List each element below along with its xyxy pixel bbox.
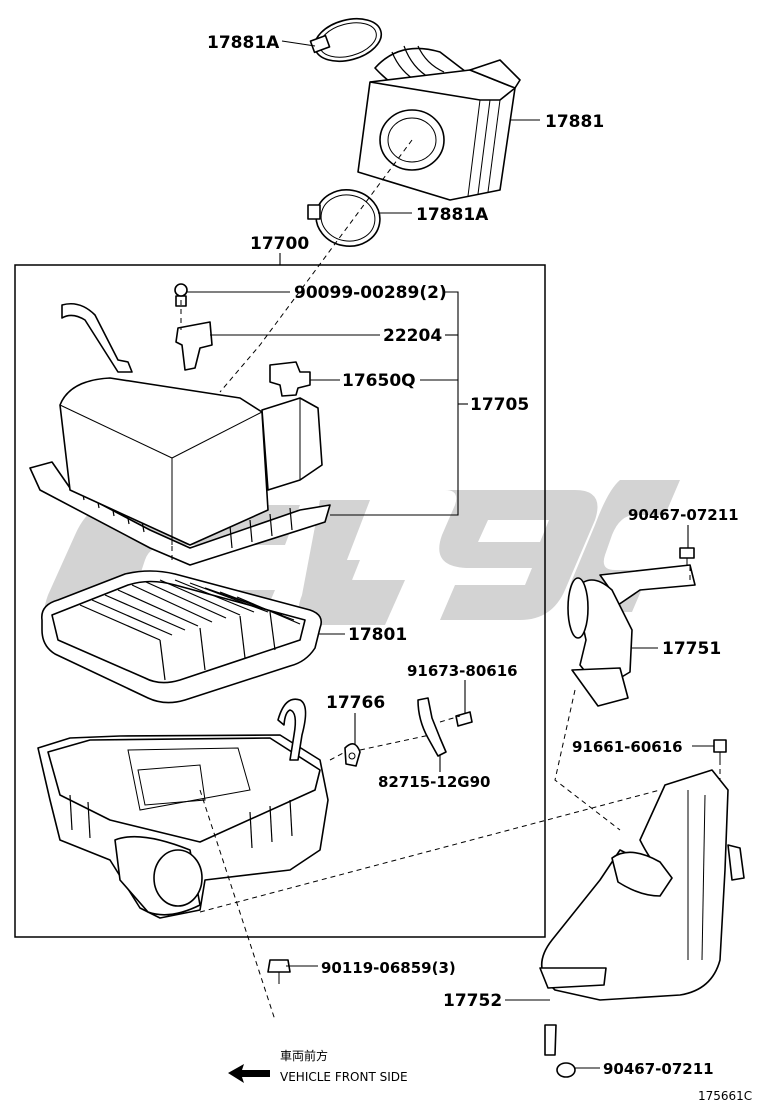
label-17700: 17700 bbox=[250, 234, 309, 254]
assembly-centerlines bbox=[171, 139, 721, 1021]
bolt-91661 bbox=[713, 739, 727, 762]
bolt-90119 bbox=[267, 959, 291, 984]
label-17881A-top: 17881A bbox=[207, 33, 280, 53]
bracket-82715 bbox=[417, 697, 473, 757]
label-90467-07211-bottom: 90467-07211 bbox=[603, 1060, 714, 1078]
front-label-jp: 車両前方 bbox=[280, 1048, 328, 1063]
diagram-code: 175661C bbox=[698, 1089, 752, 1103]
label-82715-12G90: 82715-12G90 bbox=[378, 773, 490, 791]
bolt-90467-bot bbox=[556, 1062, 576, 1078]
label-17881: 17881 bbox=[545, 112, 604, 132]
air-filter-element-17801 bbox=[41, 570, 323, 704]
label-90467-07211-top: 90467-07211 bbox=[628, 506, 739, 524]
front-arrow-icon bbox=[228, 1064, 270, 1083]
label-17801: 17801 bbox=[348, 625, 407, 645]
label-17751: 17751 bbox=[662, 639, 721, 659]
inlet-duct-17751 bbox=[567, 564, 696, 707]
label-90119-06859: 90119-06859(3) bbox=[321, 959, 456, 977]
air-cleaner-case-lower bbox=[37, 698, 361, 919]
label-17650Q: 17650Q bbox=[342, 371, 416, 391]
leader-lines bbox=[186, 40, 714, 1069]
label-17766: 17766 bbox=[326, 693, 385, 713]
label-22204: 22204 bbox=[383, 326, 442, 346]
label-17752: 17752 bbox=[443, 991, 502, 1011]
air-cleaner-cap-17705 bbox=[29, 283, 331, 566]
label-17881A-bottom: 17881A bbox=[416, 205, 489, 225]
resonator-17881 bbox=[307, 17, 521, 247]
label-91673-80616: 91673-80616 bbox=[407, 662, 518, 680]
label-91661-60616: 91661-60616 bbox=[572, 738, 683, 756]
front-label-en: VEHICLE FRONT SIDE bbox=[280, 1070, 408, 1084]
label-17705: 17705 bbox=[470, 395, 529, 415]
inlet-hose-17752 bbox=[539, 769, 745, 1056]
part-labels: 17881A 17881 17881A 17700 90099-00289(2)… bbox=[207, 33, 739, 1078]
label-90099-00289: 90099-00289(2) bbox=[294, 283, 447, 303]
vehicle-front-indicator: 車両前方 VEHICLE FRONT SIDE bbox=[228, 1048, 408, 1084]
bolt-90467-top bbox=[679, 547, 695, 568]
